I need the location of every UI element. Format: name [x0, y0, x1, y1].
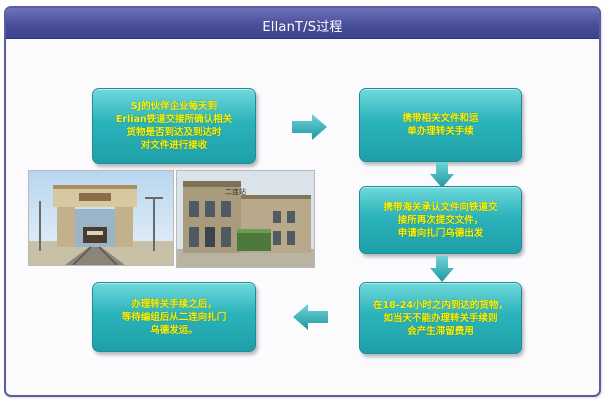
step-3-box: 携带海关承认文件向铁道交 接所再次提交文件， 申请向扎门乌德出发	[359, 186, 522, 254]
arrow-down-icon	[430, 256, 454, 282]
arrow-right-icon	[292, 114, 327, 140]
arrow-down-icon	[430, 162, 454, 188]
step-2-box: 携带相关文件和运 单办理转关手续	[359, 88, 522, 162]
step-4-text: 在18-24小时之内到达的货物， 如当天不能办理转关手续则 会产生滞留费用	[373, 299, 508, 337]
station-sign-text: 二连站	[225, 187, 246, 196]
border-gate-photo	[28, 170, 174, 266]
title-bar: EllanT/S过程	[6, 8, 599, 39]
step-5-text: 办理转关手续之后， 等待编组后从二连向扎门 乌德发运。	[121, 298, 227, 336]
step-3-text: 携带海关承认文件向铁道交 接所再次提交文件， 申请向扎门乌德出发	[383, 201, 498, 239]
step-5-box: 办理转关手续之后， 等待编组后从二连向扎门 乌德发运。	[92, 282, 256, 352]
step-4-box: 在18-24小时之内到达的货物， 如当天不能办理转关手续则 会产生滞留费用	[359, 282, 522, 354]
arrow-left-icon	[293, 304, 328, 330]
step-1-box: SJ的伙伴企业每天到 Erlian铁道交接所确认相关 货物是否到达及到达时 对文…	[92, 88, 256, 164]
window-title: EllanT/S过程	[262, 20, 343, 35]
diagram-window: EllanT/S过程 SJ的伙伴企业每天到 Erlian铁道交接所确认相关 货物…	[4, 6, 601, 397]
station-building-photo: 二连站	[176, 170, 315, 268]
step-1-text: SJ的伙伴企业每天到 Erlian铁道交接所确认相关 货物是否到达及到达时 对文…	[115, 101, 233, 151]
step-2-text: 携带相关文件和运 单办理转关手续	[402, 113, 479, 137]
